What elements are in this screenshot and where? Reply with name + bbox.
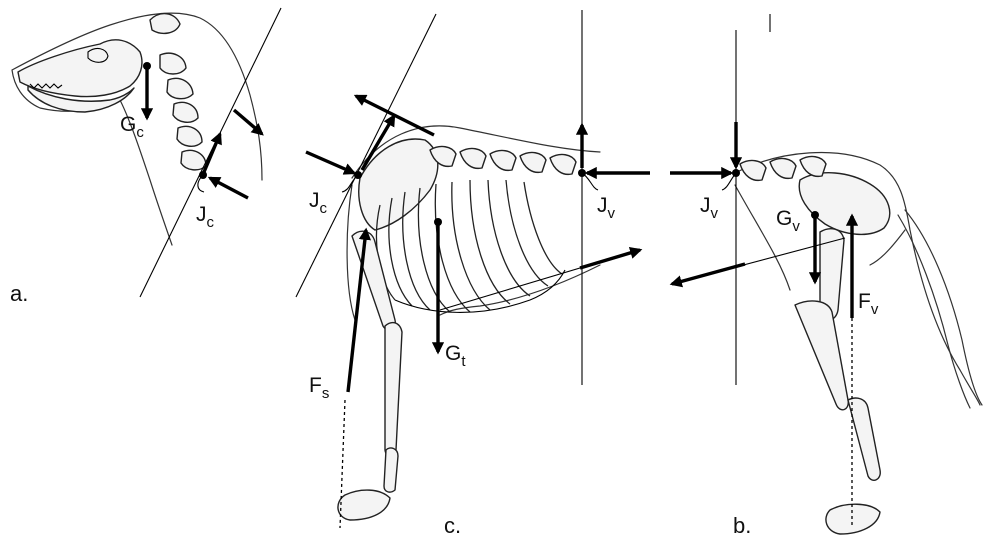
panel-b-hindquarters: Jv Gv Fv b.: [670, 14, 982, 538]
label-J-v-panel-b: Jv: [700, 194, 719, 222]
cervical-vertebrae: [160, 53, 206, 170]
trunk-cog-point: [434, 218, 442, 226]
hindlimb: [795, 229, 880, 534]
label-F-s: Fs: [309, 374, 329, 402]
ear: [150, 14, 180, 34]
label-F-v: Fv: [858, 290, 879, 318]
panel-c-label: c.: [444, 513, 461, 538]
neck-out-arrow: [234, 110, 262, 134]
vertebra-joint-tick-c: [582, 173, 598, 190]
panel-a-label: a.: [10, 281, 28, 306]
forelimb-support-arrow: [348, 230, 366, 392]
vertebra-joint-tick-b: [722, 173, 736, 190]
neck-push-arrow: [210, 178, 248, 198]
hind-cog-point: [811, 211, 819, 219]
diagonal-force-arrow-c: [580, 250, 640, 268]
shoulder-joint-tick: [342, 175, 358, 192]
label-J-c-panel-c: Jc: [309, 189, 328, 217]
label-G-v: Gv: [776, 207, 800, 235]
label-G-t: Gt: [445, 342, 466, 370]
thoracic-spine: [430, 147, 576, 175]
label-J-c-panel-a: Jc: [196, 203, 215, 231]
panel-b-label: b.: [733, 513, 751, 538]
shoulder-push-arrow: [306, 152, 354, 173]
back-neck-arrow: [356, 96, 434, 135]
pelvis: [799, 173, 889, 235]
panel-a-head-neck: Gc Jc a.: [10, 8, 281, 306]
label-G-c: Gc: [120, 113, 144, 141]
neck-up-arrow: [204, 134, 220, 172]
diagonal-force-arrow-b: [672, 264, 745, 284]
panel-c-trunk: Jc Jv Gt Fs c.: [296, 10, 650, 538]
label-J-v-panel-c: Jv: [597, 194, 616, 222]
head-cog-point: [143, 62, 151, 70]
skull: [18, 40, 142, 97]
tail: [898, 210, 982, 408]
